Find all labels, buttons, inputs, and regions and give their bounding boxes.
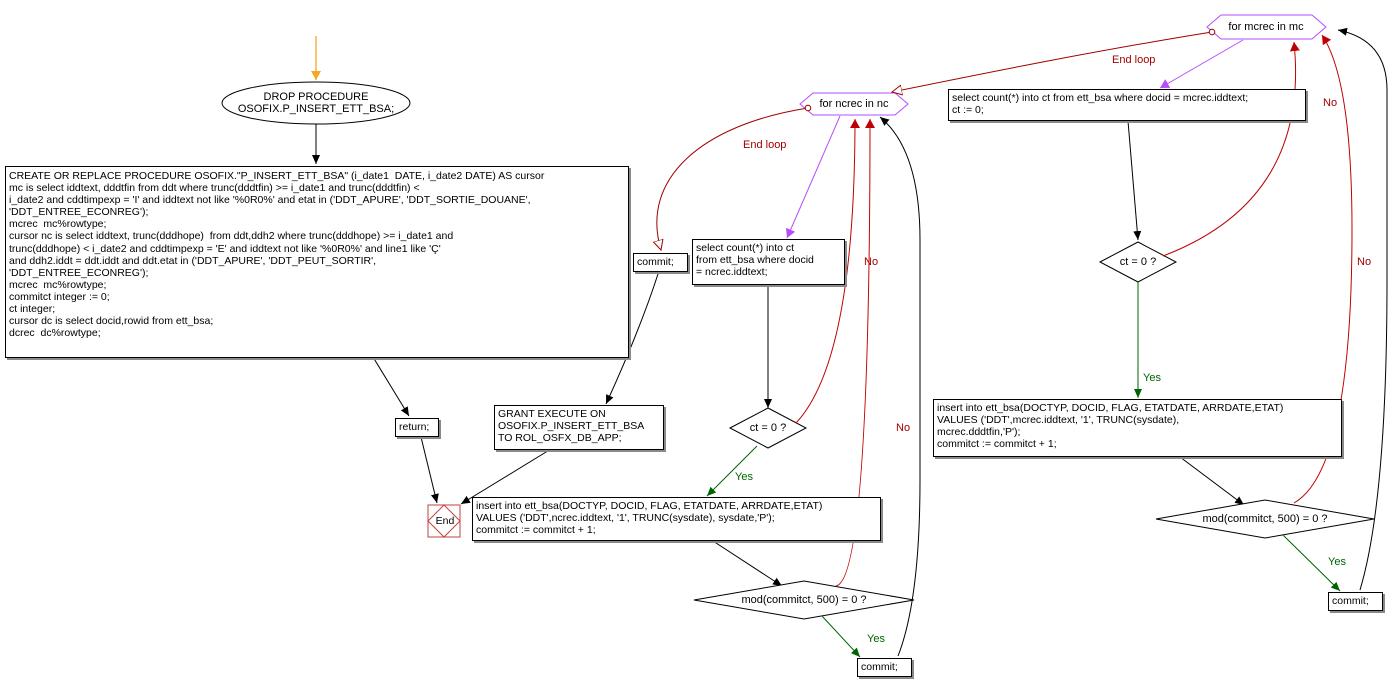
edge-insert-mc-to-decision: [1179, 456, 1245, 506]
decision-mod-mc-shape: [1155, 499, 1375, 539]
edge-return-to-end: [420, 436, 439, 504]
edge-loop-mc-to-select: [1159, 39, 1244, 89]
yes-ct-mc-label: Yes: [1143, 372, 1161, 384]
edge-endloop-mc-to-loop-nc: [892, 32, 1212, 92]
edge-select-mc-to-decision: [1127, 120, 1142, 241]
select-nc-node: select count(*) into ct from ett_bsa whe…: [692, 239, 845, 285]
edge-no-mod-mc: [1293, 34, 1353, 504]
no-mod-nc-label: No: [896, 422, 911, 434]
return-text: return;: [399, 421, 430, 433]
commit-left-node: commit;: [633, 253, 688, 272]
insert-nc-text: insert into ett_bsa(DOCTYP, DOCID, FLAG,…: [476, 500, 823, 537]
edge-insert-nc-to-decision: [712, 540, 783, 587]
decision-mod-nc-shape: [693, 580, 915, 620]
loop-nc-shape: [799, 92, 909, 116]
return-node: return;: [395, 418, 439, 437]
commit-mc-text: commit;: [1332, 595, 1369, 607]
edge-create-to-return: [372, 356, 410, 417]
decision-ct-mc-shape: [1098, 241, 1178, 283]
grant-node: GRANT EXECUTE ON OSOFIX.P_INSERT_ETT_BSA…: [494, 405, 664, 450]
loop-nc-label: for ncrec in nc: [819, 98, 889, 110]
end-node-diamond: [427, 504, 461, 538]
select-mc-text: select count(*) into ct from ett_bsa whe…: [952, 92, 1249, 117]
edge-no-ct-nc: [795, 118, 860, 424]
commit-left-text: commit;: [637, 256, 674, 268]
create-procedure-text: CREATE OR REPLACE PROCEDURE OSOFIX."P_IN…: [9, 170, 545, 340]
edge-no-ct-mc: [1162, 41, 1300, 257]
commit-mc-node: commit;: [1328, 592, 1383, 611]
no-ct-nc-label: No: [864, 256, 879, 268]
grant-text: GRANT EXECUTE ON OSOFIX.P_INSERT_ETT_BSA…: [498, 408, 645, 445]
end-node-label: End: [435, 515, 455, 527]
insert-mc-node: insert into ett_bsa(DOCTYP, DOCID, FLAG,…: [933, 399, 1342, 457]
commit-nc-text: commit;: [861, 661, 898, 673]
edge-yes-ct-nc: [706, 445, 758, 497]
decision-ct-mc-label: ct = 0 ?: [1119, 256, 1157, 268]
no-mod-mc-label: No: [1357, 256, 1372, 268]
loop-mc-label: for mcrec in mc: [1228, 21, 1304, 33]
drop-procedure-node: DROP PROCEDURE OSOFIX.P_INSERT_ETT_BSA;: [237, 91, 395, 115]
edge-no-mod-nc: [835, 118, 875, 587]
edge-grant-to-end: [460, 448, 552, 505]
edge-commit-nc-to-loop: [879, 116, 921, 657]
end-loop-nc-label: End loop: [743, 139, 787, 151]
edge-commit-mc-to-loop: [1337, 27, 1388, 591]
create-procedure-node: CREATE OR REPLACE PROCEDURE OSOFIX."P_IN…: [5, 166, 629, 358]
edge-yes-mod-mc: [1282, 534, 1341, 592]
yes-ct-nc-label: Yes: [735, 471, 753, 483]
select-nc-text: select count(*) into ct from ett_bsa whe…: [696, 242, 814, 279]
edge-loop-nc-to-select: [786, 115, 841, 239]
end-loop-mc-label: End loop: [1112, 54, 1156, 66]
edge-commit-to-grant: [605, 270, 660, 405]
insert-nc-node: insert into ett_bsa(DOCTYP, DOCID, FLAG,…: [472, 497, 881, 541]
no-ct-mc-label: No: [1323, 97, 1338, 109]
loop-mc-shape: [1206, 14, 1327, 40]
insert-mc-text: insert into ett_bsa(DOCTYP, DOCID, FLAG,…: [937, 402, 1284, 451]
select-mc-node: select count(*) into ct from ett_bsa whe…: [948, 89, 1306, 121]
commit-nc-node: commit;: [857, 658, 912, 677]
yes-mod-mc-label: Yes: [1328, 556, 1346, 568]
decision-mod-nc-label: mod(commitct, 500) = 0 ?: [741, 594, 867, 606]
decision-ct-nc-shape: [728, 407, 808, 449]
decision-mod-mc-label: mod(commitct, 500) = 0 ?: [1202, 513, 1328, 525]
edge-yes-mod-nc: [821, 615, 861, 658]
decision-ct-nc-label: ct = 0 ?: [749, 422, 787, 434]
yes-mod-nc-label: Yes: [867, 633, 885, 645]
edge-endloop-nc-to-commit: [657, 108, 808, 250]
